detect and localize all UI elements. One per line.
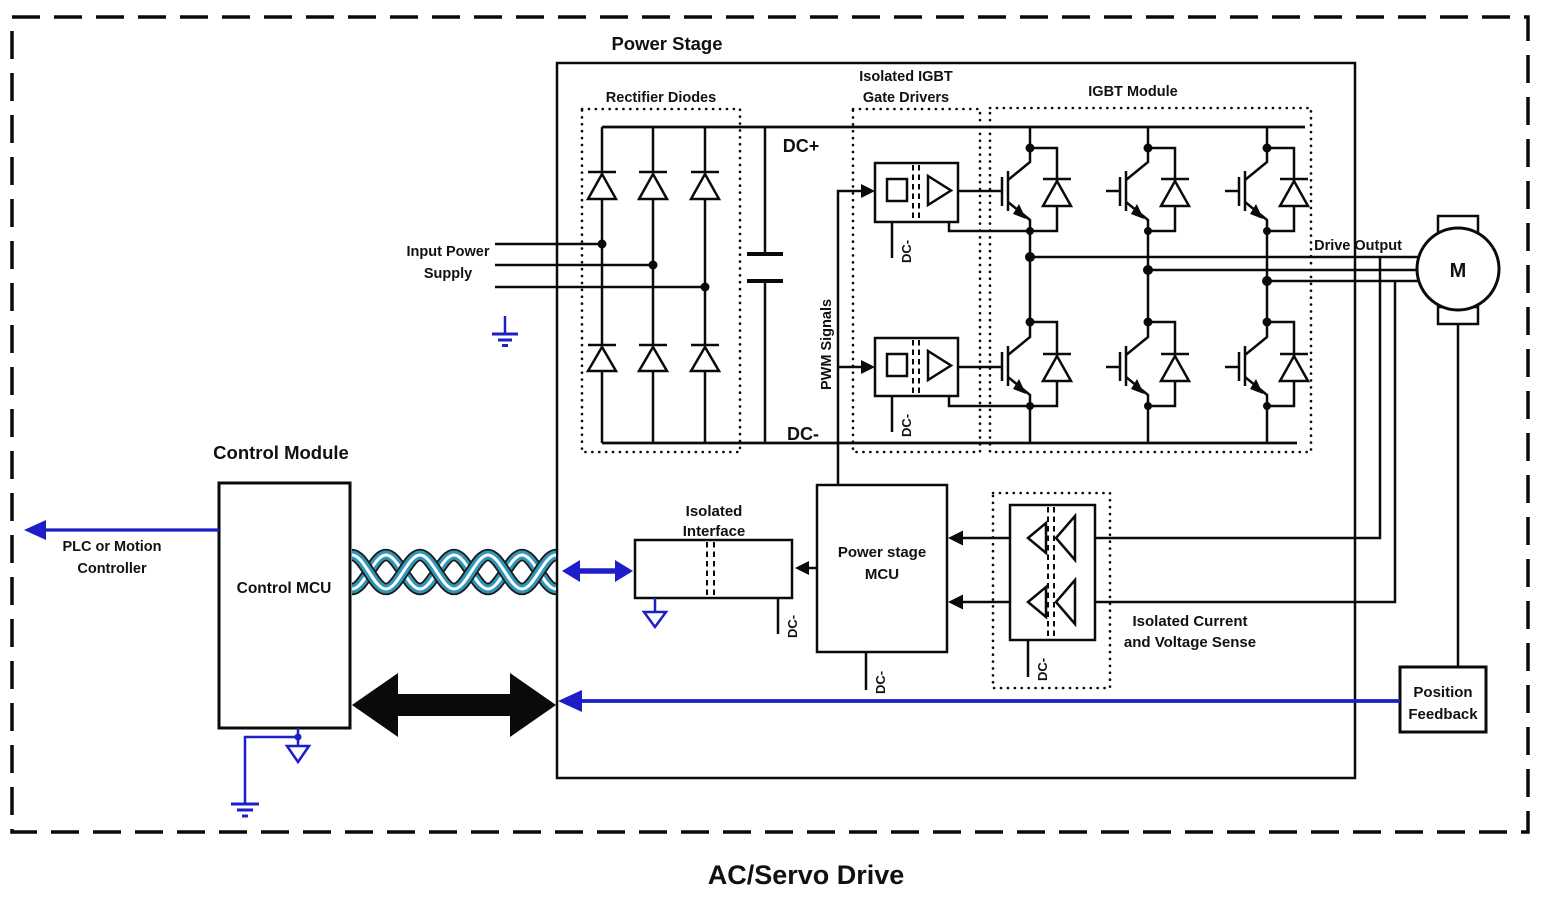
feedback-signal [558, 690, 1400, 712]
power-stage-mcu-box: Power stage MCU DC- [795, 483, 949, 694]
gate-drivers-label-2: Gate Drivers [863, 90, 949, 106]
motor: M [1415, 214, 1501, 667]
bus-capacitor [747, 127, 783, 443]
isolated-interface-label-2: Interface [683, 523, 746, 540]
input-power-label-2: Supply [424, 266, 472, 282]
position-feedback-box: Position Feedback [1398, 665, 1488, 734]
igbt-module-label: IGBT Module [1088, 84, 1177, 100]
gate-driver-top: DC- [873, 161, 1030, 263]
plc-arrowhead [24, 520, 46, 540]
isolated-interface-box: Isolated Interface DC- [562, 503, 800, 638]
input-earth-ground-icon [492, 316, 518, 347]
rectifier-diodes-group: Rectifier Diodes [580, 90, 742, 454]
isolated-interface-label-1: Isolated [686, 503, 743, 520]
position-feedback-label-2: Feedback [1408, 706, 1478, 723]
control-power-bus-arrow [352, 673, 556, 737]
twisted-pair-cable [350, 548, 558, 596]
mcu-to-interface-arrowhead [795, 561, 809, 575]
gate-driver-top-dc-minus: DC- [899, 240, 914, 263]
control-module-box: Control Module Control MCU [213, 442, 352, 818]
current-voltage-sense-group: DC- Isolated Current and Voltage Sense [948, 491, 1256, 690]
control-mcu-label: Control MCU [237, 580, 332, 597]
earth-ground-icon [231, 802, 259, 818]
power-stage-mcu-label-1: Power stage [838, 544, 926, 561]
power-stage-mcu-dc-minus: DC- [873, 671, 888, 694]
sense-label-1: Isolated Current [1132, 613, 1247, 630]
motor-label: M [1450, 260, 1467, 282]
pwm-signals: PWM Signals [819, 184, 875, 485]
junction-dots [597, 143, 1272, 410]
igbt-leg-3-diodes [1277, 178, 1311, 383]
rectifier-label: Rectifier Diodes [606, 90, 716, 106]
plc-connection: PLC or Motion Controller [24, 520, 219, 577]
dc-plus-label: DC+ [783, 136, 820, 156]
control-ground-icons [231, 728, 312, 818]
control-module-label: Control Module [213, 442, 349, 463]
rectifier-diode-symbols [585, 171, 722, 373]
system-boundary [10, 15, 1530, 834]
plc-label-2: Controller [77, 561, 147, 577]
chassis-ground-icon [284, 744, 312, 765]
dc-bus: DC+ DC- [602, 125, 1305, 445]
input-power-supply: Input Power Supply [407, 242, 705, 347]
dc-minus-label: DC- [787, 424, 819, 444]
gate-drivers-label-1: Isolated IGBT [859, 69, 953, 85]
feedback-arrowhead [558, 690, 582, 712]
igbt-leg-1-diodes [1040, 178, 1074, 383]
plc-label-1: PLC or Motion [62, 539, 161, 555]
power-stage-mcu-label-2: MCU [865, 566, 899, 583]
sense-dc-minus: DC- [1035, 658, 1050, 681]
igbt-module-group: IGBT Module [988, 84, 1313, 454]
interface-bidirectional-arrow [562, 560, 633, 582]
position-feedback-label-1: Position [1413, 684, 1472, 701]
gate-driver-bottom-dc-minus: DC- [899, 414, 914, 437]
sense-label-2: and Voltage Sense [1124, 634, 1256, 651]
power-stage-box: Power Stage [555, 33, 1357, 780]
drive-output-label: Drive Output [1314, 238, 1402, 254]
diagram-title: AC/Servo Drive [708, 860, 905, 890]
isolated-interface-dc-minus: DC- [785, 615, 800, 638]
igbt-leg-2-diodes [1158, 178, 1192, 383]
igbt-leg-1 [1000, 127, 1071, 443]
interface-signal-ground-icon [641, 598, 669, 630]
drive-output-lines: Drive Output [1030, 238, 1419, 604]
igbt-leg-2 [1106, 127, 1189, 443]
pwm-signals-label: PWM Signals [819, 299, 835, 390]
rectifier-legs [588, 127, 719, 443]
input-power-label-1: Input Power [407, 244, 490, 260]
isolation-amp-symbols [1026, 512, 1077, 628]
power-stage-label: Power Stage [611, 33, 722, 54]
gate-drivers-group: Isolated IGBT Gate Drivers DC- DC- [819, 69, 1030, 485]
